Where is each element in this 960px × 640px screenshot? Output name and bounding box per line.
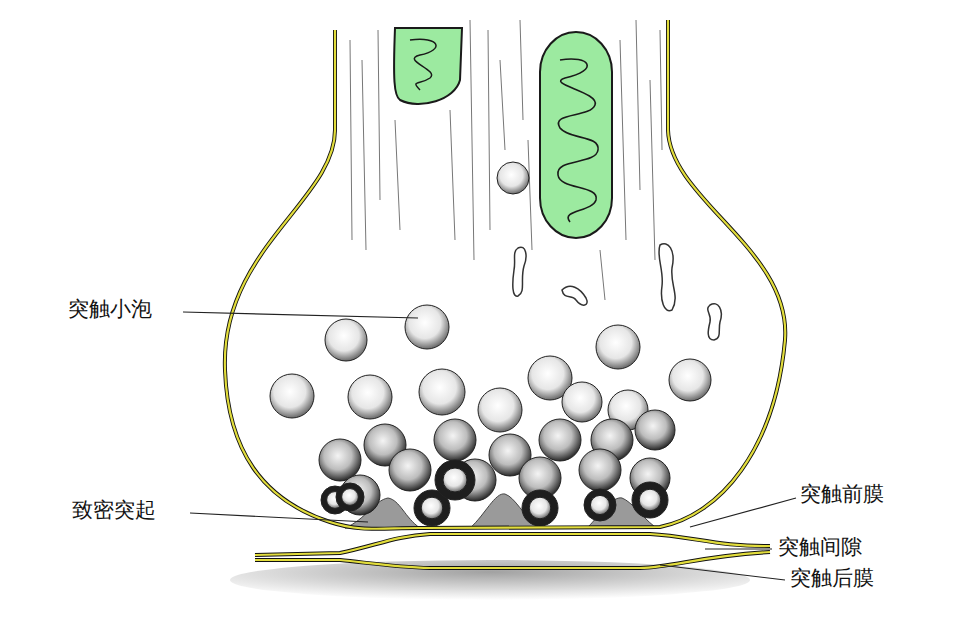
vesicle — [435, 460, 475, 500]
vesicle — [522, 490, 558, 526]
vesicle — [669, 359, 711, 401]
vesicle — [336, 483, 364, 511]
part-label: 突触前膜 — [800, 482, 884, 507]
vesicle — [632, 482, 668, 518]
vesicle — [348, 375, 392, 419]
vesicle — [434, 419, 476, 461]
vesicle — [639, 489, 661, 511]
vesicle — [419, 369, 465, 415]
vesicle — [539, 419, 581, 461]
vesicle — [529, 497, 551, 519]
membrane-outline — [225, 20, 785, 568]
vesicle — [497, 162, 529, 194]
part-label: 突触间隙 — [778, 535, 862, 560]
vesicle — [443, 468, 467, 492]
vesicle — [562, 382, 602, 422]
vesicle — [590, 495, 609, 514]
vesicle — [319, 439, 361, 481]
vesicle — [405, 305, 449, 349]
part-label: 突触后膜 — [790, 566, 874, 591]
vesicle — [421, 497, 443, 519]
vesicle — [389, 449, 431, 491]
part-label: 突触小泡 — [68, 297, 152, 322]
vesicle — [342, 489, 359, 506]
microtubules — [350, 20, 662, 300]
vesicle — [596, 325, 640, 369]
vesicle — [635, 410, 675, 450]
vesicle — [325, 319, 367, 361]
vesicle — [478, 388, 522, 432]
mitochondrion — [394, 28, 612, 238]
vesicle — [579, 449, 621, 491]
leader-line — [183, 312, 796, 580]
vesicle — [270, 374, 314, 418]
membrane-outline — [225, 20, 785, 568]
part-label: 致密突起 — [72, 498, 156, 523]
vesicle — [584, 489, 616, 521]
synaptic-vesicles — [270, 162, 711, 526]
